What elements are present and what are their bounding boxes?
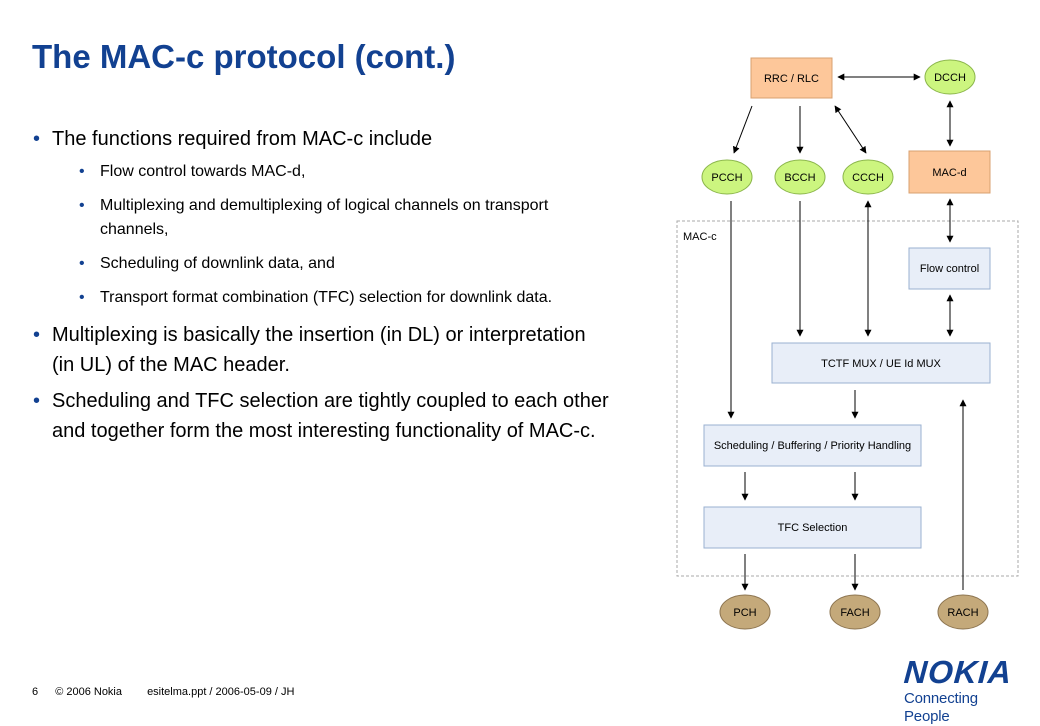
bullet-multiplexing: • Multiplexing is basically the insertio…: [32, 320, 612, 380]
node-tctf-mux-label: TCTF MUX / UE Id MUX: [821, 358, 941, 370]
node-pch-label: PCH: [733, 607, 756, 619]
sub-bullet-list: • Flow control towards MAC-d, • Multiple…: [32, 160, 612, 310]
arrow-rrc-pcch: [732, 105, 753, 154]
footer-slide-number: 6: [32, 686, 39, 698]
node-tctf-mux: TCTF MUX / UE Id MUX: [771, 342, 991, 384]
bullet-marker: •: [33, 390, 41, 412]
node-pcch-label: PCCH: [711, 172, 742, 184]
mac-c-group-label: MAC-c: [683, 231, 717, 243]
nokia-logo-tagline: Connecting People: [904, 690, 978, 725]
sub-bullet-text: Flow control towards MAC-d,: [100, 163, 306, 180]
bullet-text: The functions required from MAC-c includ…: [52, 128, 433, 150]
node-rach-label: RACH: [947, 607, 978, 619]
nokia-logo-word: NOKIA: [902, 654, 1014, 690]
node-dcch-label: DCCH: [934, 72, 966, 84]
node-ccch: CCCH: [842, 159, 894, 195]
sub-bullet-scheduling: • Scheduling of downlink data, and: [32, 252, 612, 276]
node-mac-d: MAC-d: [908, 150, 991, 194]
footer-file-info: esitelma.ppt / 2006-05-09 / JH: [147, 686, 295, 698]
node-scheduling: Scheduling / Buffering / Priority Handli…: [703, 424, 922, 467]
bullet-marker: •: [33, 128, 41, 150]
slide-title: The MAC-c protocol (cont.): [32, 38, 456, 75]
nokia-logo: NOKIA Connecting People: [902, 654, 1026, 726]
node-tfc-selection-label: TFC Selection: [778, 522, 848, 534]
sub-bullet-multiplexing: • Multiplexing and demultiplexing of log…: [32, 194, 612, 242]
node-flow-control-label: Flow control: [920, 263, 979, 275]
bullet-marker: •: [33, 324, 41, 346]
slide-footer: 6 © 2006 Nokia esitelma.ppt / 2006-05-09…: [32, 686, 316, 698]
bullet-scheduling-tfc: • Scheduling and TFC selection are tight…: [32, 386, 612, 446]
sub-bullet-marker: •: [79, 289, 85, 306]
sub-bullet-text: Multiplexing and demultiplexing of logic…: [100, 197, 549, 238]
node-bcch: BCCH: [774, 159, 826, 195]
sub-bullet-tfc: • Transport format combination (TFC) sel…: [32, 286, 612, 310]
sub-bullet-flow-control: • Flow control towards MAC-d,: [32, 160, 612, 184]
node-ccch-label: CCCH: [852, 172, 884, 184]
mac-c-group-boundary: [676, 220, 1019, 577]
node-pcch: PCCH: [701, 159, 753, 195]
bullet-text: Multiplexing is basically the insertion …: [52, 324, 586, 376]
footer-copyright: © 2006 Nokia: [55, 686, 122, 698]
arrow-rrc-ccch: [834, 105, 867, 154]
slide-content: • The functions required from MAC-c incl…: [32, 124, 612, 452]
sub-bullet-marker: •: [79, 163, 85, 180]
sub-bullet-text: Transport format combination (TFC) selec…: [100, 289, 553, 306]
sub-bullet-marker: •: [79, 197, 85, 214]
node-rrc-rlc: RRC / RLC: [750, 57, 833, 99]
node-fach: FACH: [829, 594, 881, 630]
node-flow-control: Flow control: [908, 247, 991, 290]
node-tfc-selection: TFC Selection: [703, 506, 922, 549]
sub-bullet-marker: •: [79, 255, 85, 272]
node-scheduling-label: Scheduling / Buffering / Priority Handli…: [714, 440, 911, 452]
node-fach-label: FACH: [840, 607, 869, 619]
node-pch: PCH: [719, 594, 771, 630]
node-dcch: DCCH: [924, 59, 976, 95]
node-bcch-label: BCCH: [784, 172, 815, 184]
node-rrc-rlc-label: RRC / RLC: [764, 73, 819, 85]
node-rach: RACH: [937, 594, 989, 630]
bullet-functions: • The functions required from MAC-c incl…: [32, 124, 612, 154]
node-mac-d-label: MAC-d: [932, 167, 966, 179]
diagram-arrows: [727, 73, 967, 591]
sub-bullet-text: Scheduling of downlink data, and: [100, 255, 335, 272]
bullet-text: Scheduling and TFC selection are tightly…: [52, 390, 609, 442]
